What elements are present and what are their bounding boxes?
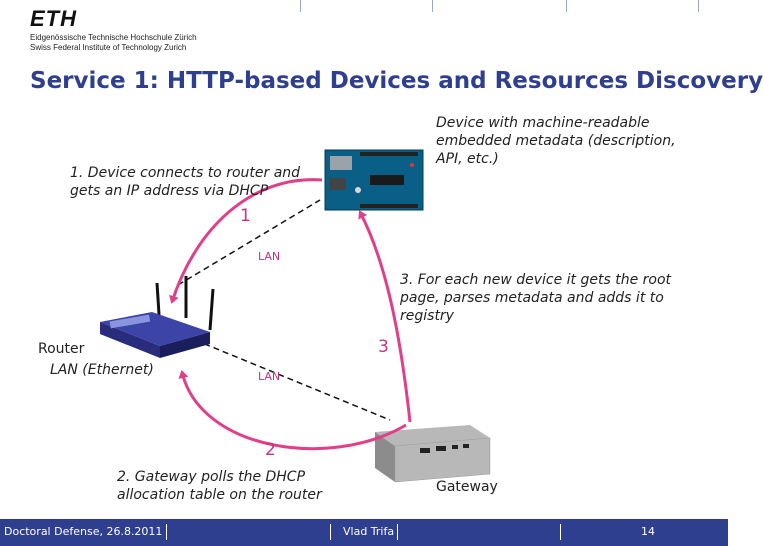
footer-event: Doctoral Defense, 26.8.2011 (4, 525, 163, 538)
institution-name-german: Eidgenössische Technische Hochschule Zür… (30, 33, 197, 42)
gateway-label: Gateway (436, 479, 498, 495)
institution-name-english: Swiss Federal Institute of Technology Zu… (30, 43, 187, 52)
footer-divider (397, 524, 398, 540)
footer-divider (166, 524, 167, 540)
header-divider (698, 0, 699, 12)
slide-title: Service 1: HTTP-based Devices and Resour… (30, 68, 763, 94)
metadata-fetch-arrow (358, 210, 412, 423)
router-icon (100, 276, 215, 358)
dhcp-connect-arrow (169, 178, 323, 304)
device-board-icon (324, 149, 424, 211)
page-number: 14 (641, 525, 655, 538)
router-label: Router (38, 341, 85, 357)
gateway-icon (375, 425, 491, 483)
footer-author: Vlad Trifa (343, 525, 395, 538)
footer-bar (0, 519, 728, 546)
network-diagram (100, 149, 491, 483)
header-divider (566, 0, 567, 12)
dhcp-poll-arrow (178, 370, 407, 451)
lan-label-top: LAN (258, 250, 281, 263)
step1-text: 1. Device connects to router and gets an… (70, 165, 301, 199)
footer-divider (330, 524, 331, 540)
eth-logo: ETH (30, 6, 77, 31)
device-description-text: Device with machine-readable embedded me… (436, 115, 676, 167)
header-divider (432, 0, 433, 12)
step1-number: 1 (240, 206, 251, 226)
lan-link-router-gateway (194, 339, 391, 421)
step2-number: 2 (265, 440, 276, 460)
step3-text: 3. For each new device it gets the root … (400, 272, 672, 324)
router-sublabel: LAN (Ethernet) (50, 362, 154, 378)
step2-text: 2. Gateway polls the DHCP allocation tab… (117, 469, 322, 503)
footer-divider (560, 524, 561, 540)
header-divider (300, 0, 301, 12)
lan-link-router-device (177, 199, 321, 286)
step3-number: 3 (378, 337, 389, 357)
lan-label-bottom: LAN (258, 370, 281, 383)
